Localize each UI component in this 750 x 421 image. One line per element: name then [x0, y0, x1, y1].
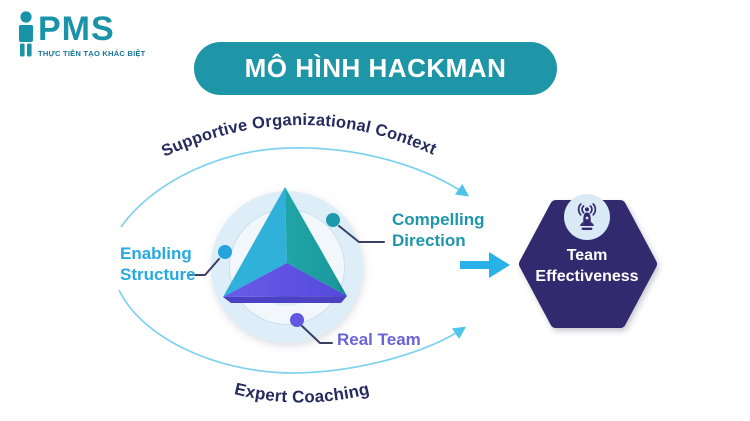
- team-effectiveness-hexagon: [519, 200, 657, 328]
- enabling-structure-label: Enabling Structure: [120, 244, 196, 284]
- ipms-logo: PMS THỰC TIỄN TẠO KHÁC BIỆT: [16, 10, 146, 68]
- pyramid-left-face: [223, 187, 287, 297]
- title-banner: MÔ HÌNH HACKMAN: [194, 42, 557, 95]
- compelling-direction-label: Compelling Direction: [392, 210, 485, 250]
- broadcast-beacon-icon: [577, 203, 597, 230]
- pyramid-base-shadow: [223, 296, 347, 303]
- logo-tagline: THỰC TIỄN TẠO KHÁC BIỆT: [38, 49, 146, 58]
- page-title: MÔ HÌNH HACKMAN: [244, 53, 507, 83]
- pyramid-right-face: [285, 187, 347, 296]
- flow-arrow: [460, 252, 510, 278]
- enabling-structure-dot: [218, 245, 232, 259]
- brand-text: PMS: [38, 10, 115, 48]
- real-team-label: Real Team: [337, 330, 421, 349]
- compelling-direction-connector: [338, 225, 385, 243]
- pyramid-bottom-face: [223, 263, 347, 297]
- pyramid: [223, 187, 347, 303]
- expert-coaching-label: Expert Coaching: [233, 379, 372, 406]
- real-team-dot: [290, 313, 304, 327]
- compelling-direction-dot: [326, 213, 340, 227]
- supportive-context-label: Supportive Organizational Context: [159, 111, 440, 161]
- enabling-structure-connector: [189, 258, 220, 276]
- person-icon: [19, 11, 33, 57]
- supportive-context-arc: [120, 147, 470, 228]
- expert-coaching-arc: [118, 289, 467, 374]
- team-effectiveness-label: Team Effectiveness: [535, 247, 639, 285]
- real-team-connector: [301, 325, 333, 344]
